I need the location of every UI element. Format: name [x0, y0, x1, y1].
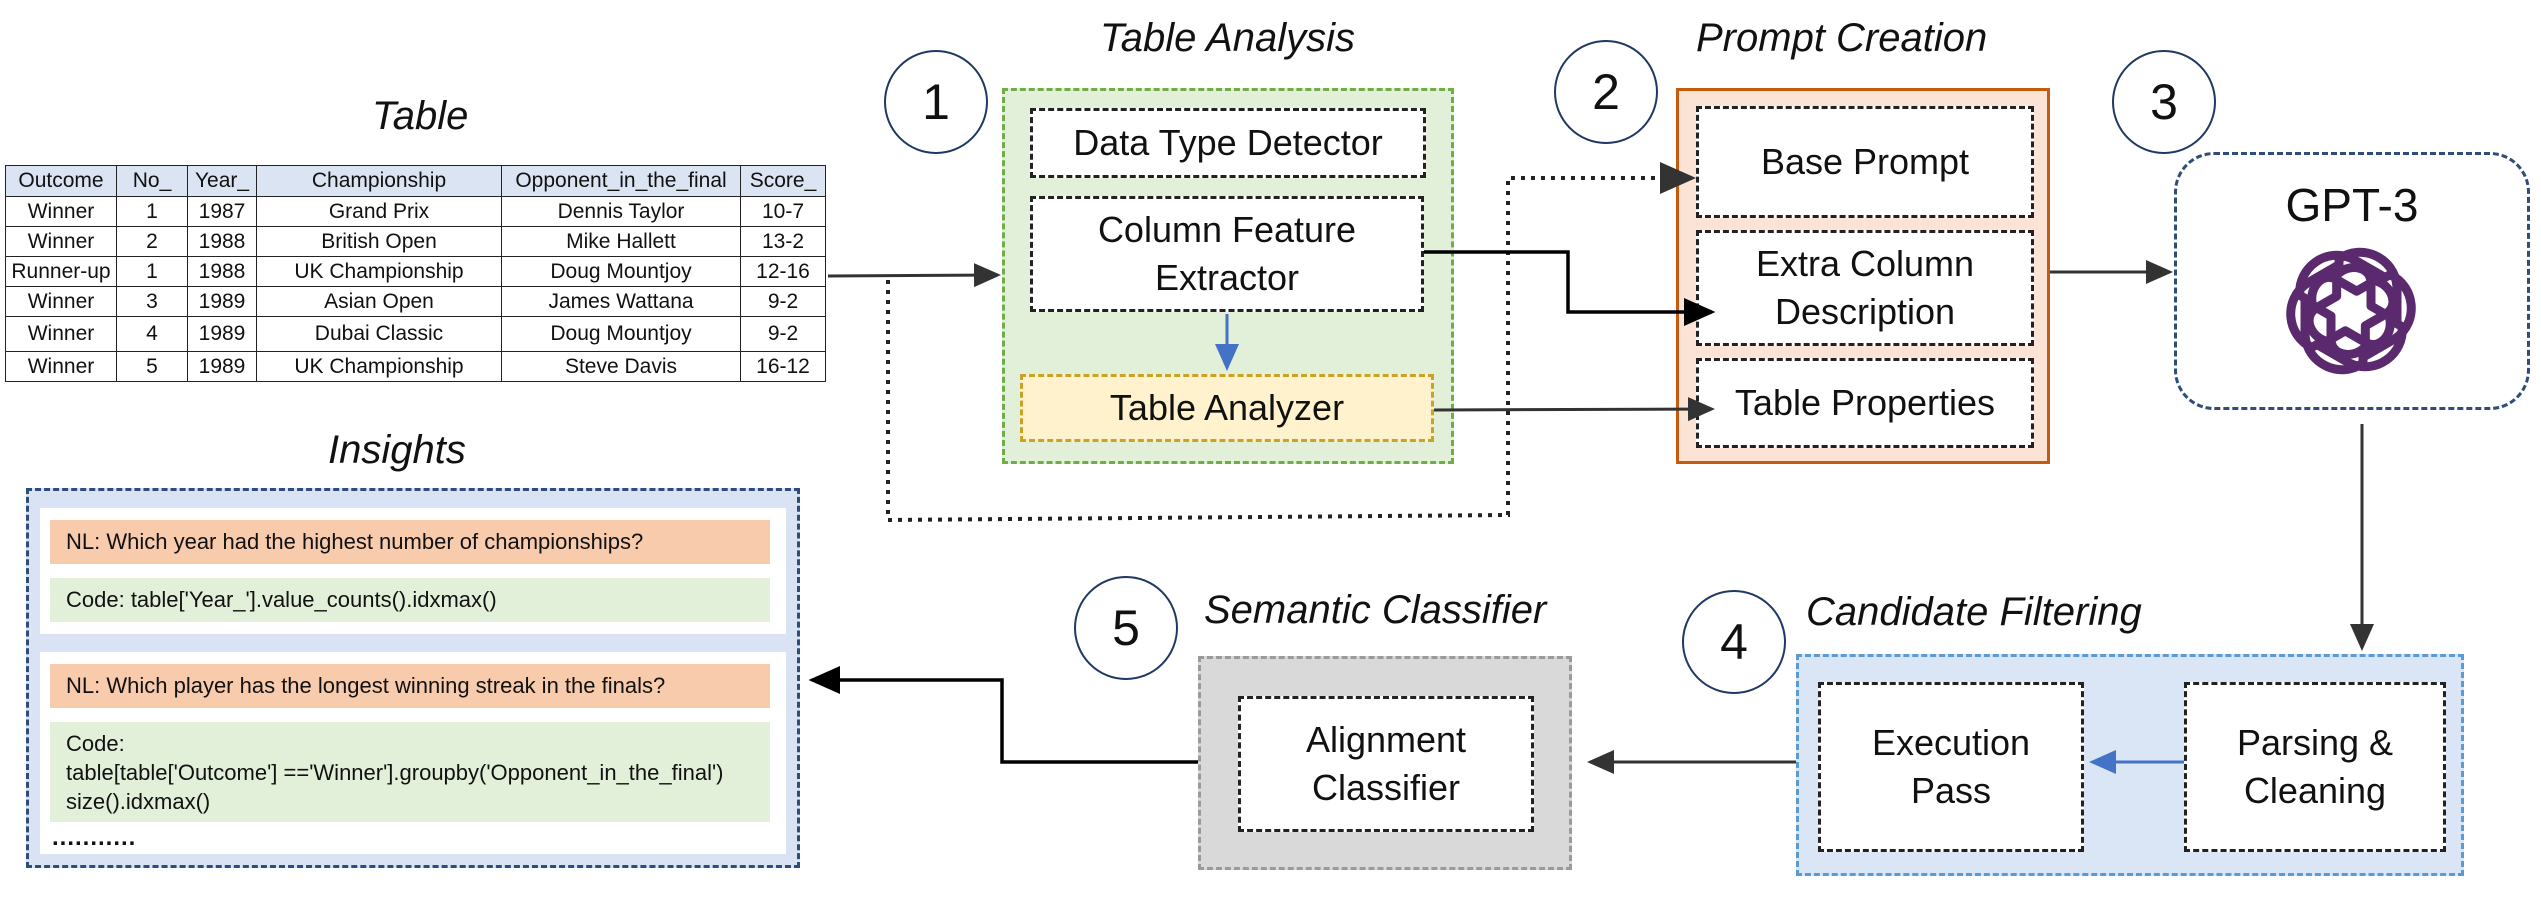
arrow-dotted-table-to-base-prompt	[886, 162, 1696, 523]
insight-nl-2: NL: Which player has the longest winning…	[50, 664, 770, 708]
data-type-detector-box: Data Type Detector	[1030, 108, 1426, 178]
base-prompt-box: Base Prompt	[1696, 106, 2034, 218]
cell: 1989	[187, 316, 257, 352]
cell: Winner	[5, 351, 117, 382]
prompt-creation-title: Prompt Creation	[1696, 16, 1988, 60]
cell: 1	[116, 196, 188, 227]
header-outcome: Outcome	[5, 165, 117, 197]
cell: 10-7	[740, 196, 826, 227]
cell: 16-12	[740, 351, 826, 382]
insight-ellipsis: ...........	[52, 824, 137, 851]
cell: 1	[116, 256, 188, 287]
arrow-analyzer-to-properties	[1433, 397, 1715, 422]
insight-code-2-line-1: Code:	[66, 731, 125, 756]
cell: UK Championship	[256, 256, 502, 287]
column-feature-extractor-box: Column Feature Extractor	[1030, 196, 1424, 312]
cell: 3	[116, 286, 188, 317]
parsing-cleaning-box: Parsing & Cleaning	[2184, 682, 2446, 852]
insights-title: Insights	[328, 428, 466, 472]
insight-code-2: Code: table[table['Outcome'] =='Winner']…	[50, 722, 770, 822]
step-2-circle: 2	[1554, 40, 1658, 144]
step-1-circle: 1	[884, 50, 988, 154]
cell: British Open	[256, 226, 502, 257]
step-4-circle: 4	[1682, 590, 1786, 694]
header-championship: Championship	[256, 165, 502, 197]
gpt-3-label: GPT-3	[2285, 179, 2419, 231]
cell: James Wattana	[501, 286, 741, 317]
cell: Grand Prix	[256, 196, 502, 227]
step-3-circle: 3	[2112, 50, 2216, 154]
table-analyzer-box: Table Analyzer	[1020, 374, 1434, 442]
source-table: Outcome No_ Year_ Championship Opponent_…	[5, 165, 826, 382]
step-5-circle: 5	[1074, 576, 1178, 680]
extra-column-description-box: Extra Column Description	[1696, 230, 2034, 346]
cell: Dubai Classic	[256, 316, 502, 352]
cell: Runner-up	[5, 256, 117, 287]
cell: Winner	[5, 226, 117, 257]
cell: 12-16	[740, 256, 826, 287]
table-header-row: Outcome No_ Year_ Championship Opponent_…	[5, 165, 826, 197]
cell: 1987	[187, 196, 257, 227]
insight-code-2-line-2: table[table['Outcome'] =='Winner'].group…	[66, 760, 724, 785]
cell: Dennis Taylor	[501, 196, 741, 227]
insight-code-1: Code: table['Year_'].value_counts().idxm…	[50, 578, 770, 622]
cell: Doug Mountjoy	[501, 256, 741, 287]
table-properties-box: Table Properties	[1696, 358, 2034, 448]
header-no: No_	[116, 165, 188, 197]
cell: UK Championship	[256, 351, 502, 382]
insight-nl-1: NL: Which year had the highest number of…	[50, 520, 770, 564]
arrow-table-to-analysis	[827, 263, 1001, 288]
header-opponent: Opponent_in_the_final	[501, 165, 741, 197]
arrow-classifier-to-insights	[808, 666, 1198, 764]
cell: Steve Davis	[501, 351, 741, 382]
table-title: Table	[372, 94, 469, 138]
header-year: Year_	[187, 165, 257, 197]
cell: 2	[116, 226, 188, 257]
cell: 1989	[187, 286, 257, 317]
cell: Asian Open	[256, 286, 502, 317]
alignment-classifier-box: Alignment Classifier	[1238, 696, 1534, 832]
cell: Mike Hallett	[501, 226, 741, 257]
header-score: Score_	[740, 165, 826, 197]
arrow-extractor-to-extra-column	[1424, 250, 1716, 326]
candidate-filtering-title: Candidate Filtering	[1806, 590, 2142, 634]
insight-code-2-line-3: size().idxmax()	[66, 789, 211, 814]
table-analysis-title: Table Analysis	[1100, 16, 1355, 60]
execution-pass-box: Execution Pass	[1818, 682, 2084, 852]
cell: 5	[116, 351, 188, 382]
openai-logo-icon	[2276, 236, 2426, 386]
cell: Doug Mountjoy	[501, 316, 741, 352]
semantic-classifier-title: Semantic Classifier	[1204, 588, 1547, 632]
